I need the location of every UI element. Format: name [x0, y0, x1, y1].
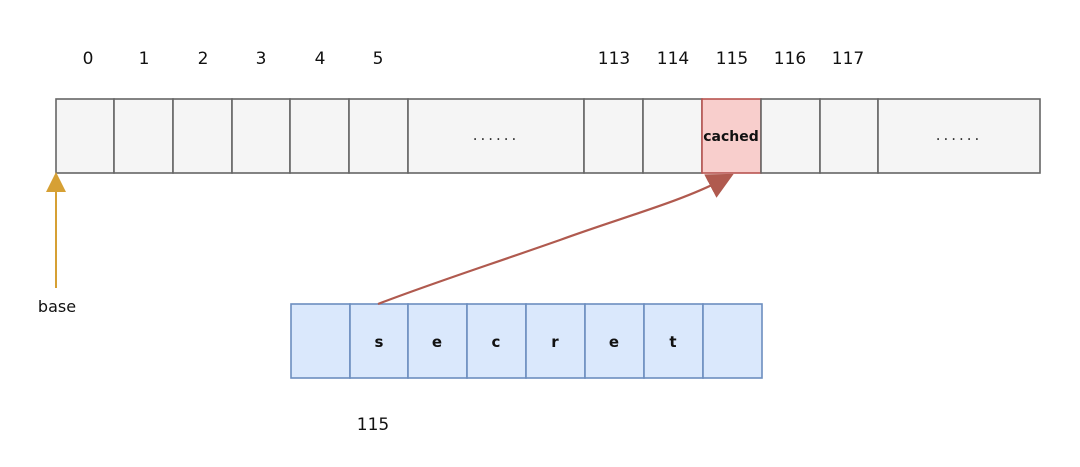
- base-label: base: [38, 297, 76, 316]
- index-label: 113: [598, 49, 630, 69]
- lookup-arrow: [377, 173, 734, 306]
- memory-cell: [819, 98, 879, 174]
- memory-cell: [55, 98, 115, 174]
- index-label: 5: [373, 49, 384, 69]
- memory-cell-ellipsis: [407, 98, 585, 174]
- memory-row: [55, 98, 1041, 174]
- memory-cell: [583, 98, 644, 174]
- secret-char: s: [375, 333, 384, 351]
- memory-cell: [172, 98, 233, 174]
- memory-cell-ellipsis: [877, 98, 1041, 174]
- memory-cell: [760, 98, 821, 174]
- memory-cell: [642, 98, 703, 174]
- base-pointer: base: [38, 172, 76, 316]
- memory-cell: [113, 98, 174, 174]
- top-index-labels: 0 1 2 3 4 5 113 114 115 116 117: [83, 49, 865, 69]
- secret-char: t: [669, 333, 676, 351]
- index-label: 116: [774, 49, 806, 69]
- secret-row: [290, 303, 763, 379]
- ellipsis-right: ......: [936, 126, 983, 144]
- secret-cell: [702, 303, 763, 379]
- memory-cell: [231, 98, 291, 174]
- secret-char: c: [492, 333, 501, 351]
- secret-value-index: 115: [357, 415, 389, 435]
- index-label: 3: [256, 49, 267, 69]
- index-label: 1: [139, 49, 150, 69]
- ellipsis-left: ......: [473, 126, 520, 144]
- secret-char: e: [609, 333, 619, 351]
- secret-chars: s e c r e t: [375, 333, 677, 351]
- index-label: 115: [716, 49, 748, 69]
- index-label: 117: [832, 49, 864, 69]
- memory-cell: [348, 98, 409, 174]
- index-label: 0: [83, 49, 94, 69]
- index-label: 114: [657, 49, 689, 69]
- secret-cell: [643, 303, 704, 379]
- secret-cell: [290, 303, 351, 379]
- memory-cell-cached: [701, 98, 762, 174]
- secret-char: r: [551, 333, 559, 351]
- secret-char: e: [432, 333, 442, 351]
- index-label: 4: [315, 49, 326, 69]
- index-label: 2: [198, 49, 209, 69]
- cached-label: cached: [703, 129, 759, 145]
- memory-cell: [289, 98, 350, 174]
